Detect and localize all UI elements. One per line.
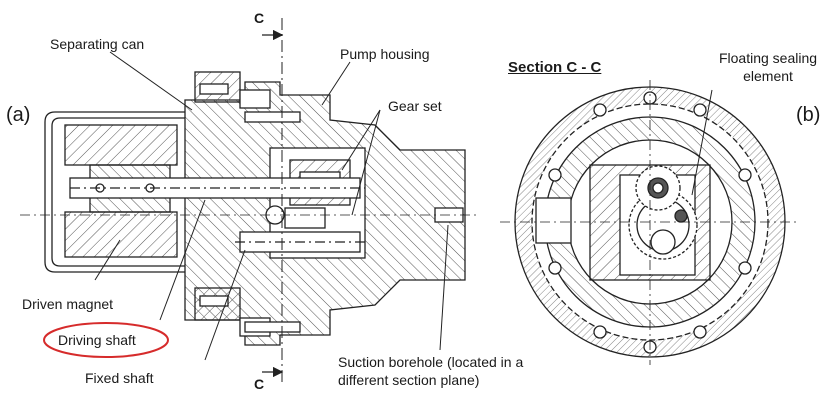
section-cc-b	[500, 80, 800, 365]
panel-b-label: (b)	[796, 104, 821, 126]
floating-sealing-label-line1: Floating sealing	[718, 50, 818, 66]
suction-borehole-label-line1: Suction borehole (located in a	[338, 354, 524, 370]
floating-sealing-label-line2: element	[743, 68, 793, 84]
leader-lines-a	[94, 51, 449, 361]
driven-magnet-label: Driven magnet	[22, 296, 114, 312]
suction-borehole-label-line2: different section plane)	[338, 372, 480, 388]
driving-shaft-label: Driving shaft	[58, 332, 136, 348]
section-title: Section C - C	[508, 59, 602, 76]
pump-housing-label: Pump housing	[340, 46, 430, 62]
separating-can-label: Separating can	[50, 36, 145, 52]
section-mark-bottom: C	[254, 376, 265, 392]
gear-set-label: Gear set	[388, 98, 442, 114]
driving-shaft-highlight	[43, 322, 169, 358]
panel-a-label: (a)	[6, 104, 31, 126]
driven-magnet-bottom	[64, 211, 178, 258]
cross-section-a	[20, 18, 480, 385]
driven-magnet-top	[64, 124, 178, 166]
leader-floating-sealing	[691, 89, 713, 196]
section-mark-top: C	[254, 10, 265, 26]
fixed-shaft-label: Fixed shaft	[85, 370, 154, 386]
separating-can-shape	[44, 111, 185, 273]
